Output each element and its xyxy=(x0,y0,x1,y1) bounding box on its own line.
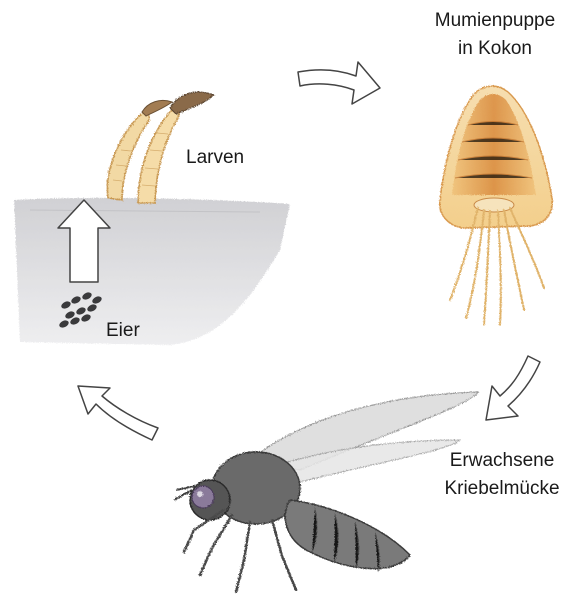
pupa-in-cocoon-illustration xyxy=(440,86,553,325)
label-eggs: Eier xyxy=(106,318,140,344)
arrow-adult-to-eggs xyxy=(78,386,158,440)
arrow-larvae-to-pupa xyxy=(298,62,380,104)
label-adult-line2: Kriebelmücke xyxy=(432,476,572,502)
water-substrate-illustration xyxy=(14,198,290,345)
label-larvae: Larven xyxy=(186,145,244,171)
label-adult-line1: Erwachsene xyxy=(432,448,572,474)
label-pupa-line1: Mumienpuppe xyxy=(420,8,570,34)
arrow-pupa-to-adult xyxy=(486,356,540,420)
label-pupa-line2: in Kokon xyxy=(420,36,570,62)
